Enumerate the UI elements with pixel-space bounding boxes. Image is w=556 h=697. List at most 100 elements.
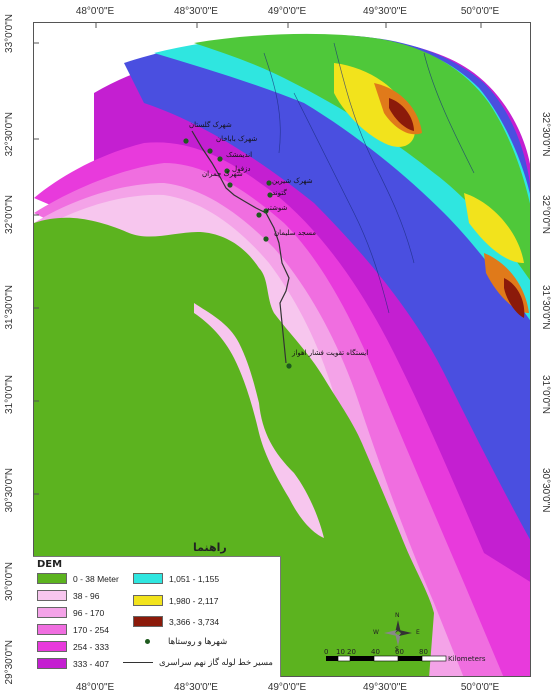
drainage-line — [293, 92, 390, 314]
city-point — [227, 182, 233, 188]
legend-item-3366-3734: 3,366 - 3,734 — [133, 616, 219, 627]
city-points — [183, 138, 292, 369]
legend-label: 96 - 170 — [73, 607, 105, 618]
lat-tick-right: 30°30'0"N — [540, 468, 551, 513]
compass-n: N — [395, 612, 400, 619]
legend-label: 1,980 - 2,117 — [169, 595, 219, 606]
legend-swatch — [133, 616, 163, 627]
lat-tick-left: 32°0'0"N — [4, 195, 15, 234]
legend-swatch — [37, 658, 67, 669]
lat-tick-left: 30°30'0"N — [4, 468, 15, 513]
legend-swatch — [37, 624, 67, 635]
legend-label: 3,366 - 3,734 — [169, 616, 220, 627]
lon-tick-top: 49°0'0"E — [267, 6, 307, 17]
lon-tick-top: 48°0'0"E — [75, 6, 115, 17]
lon-tick-bottom: 50°0'0"E — [460, 682, 500, 693]
lon-tick-top: 48°30'0"E — [174, 6, 218, 17]
legend-item-1051-1155: 1,051 - 1,155 — [133, 573, 219, 584]
city-point — [286, 363, 292, 369]
lat-tick-left: 32°30'0"N — [4, 112, 15, 157]
gas-pipeline-route — [191, 130, 290, 364]
map-frame: ایستگاه تقویت فشار اهواز مسجد سلیمان شوش… — [33, 22, 531, 677]
legend-swatch — [133, 595, 163, 606]
dem-zone-dark-red — [389, 98, 525, 318]
city-point-symbol — [145, 639, 150, 644]
place-label-shahrak-babakhan: شهرک باباخان — [216, 135, 258, 143]
scale-label: 0 — [324, 648, 329, 656]
legend-item-1980-2117: 1,980 - 2,117 — [133, 595, 218, 606]
scale-label: 20 — [347, 648, 356, 656]
lat-tick-left: 31°0'0"N — [4, 375, 15, 414]
legend-item-pipeline: مسیر خط لوله گاز نهم سراسری — [123, 657, 273, 668]
lat-tick-right: 32°30'0"N — [540, 112, 551, 157]
drainage-line — [333, 42, 415, 264]
city-point — [207, 148, 213, 154]
legend-swatch — [133, 573, 163, 584]
legend-label: 0 - 38 Meter — [73, 573, 119, 584]
lon-tick-bottom: 48°0'0"E — [75, 682, 115, 693]
compass-s: S — [395, 646, 399, 653]
place-label-ahvaz-station: ایستگاه تقویت فشار اهواز — [292, 349, 369, 357]
drainage-line — [263, 52, 281, 154]
legend-item-96-170: 96 - 170 — [37, 607, 104, 618]
pipeline-line-symbol — [123, 662, 153, 663]
lat-tick-right: 31°30'0"N — [540, 285, 551, 330]
lat-tick-left: 31°30'0"N — [4, 285, 15, 330]
city-point — [217, 156, 223, 162]
city-point — [266, 180, 272, 186]
legend-label: 333 - 407 — [73, 658, 109, 669]
compass-e: E — [416, 629, 420, 636]
lat-tick-right: 32°0'0"N — [540, 195, 551, 234]
city-point — [263, 208, 269, 214]
compass-w: W — [373, 629, 379, 636]
scale-label: 40 — [371, 648, 380, 656]
legend-swatch — [37, 641, 67, 652]
lon-tick-top: 49°30'0"E — [363, 6, 407, 17]
drainage-lines — [263, 42, 475, 314]
scale-label: 60 — [395, 648, 404, 656]
dem-zone-green-high — [194, 33, 530, 281]
north-arrow-icon — [384, 620, 412, 646]
legend-swatch — [37, 607, 67, 618]
drainage-line — [423, 52, 475, 174]
scale-unit: Kilometers — [448, 655, 486, 663]
lat-tick-right: 31°0'0"N — [540, 375, 551, 414]
place-label-masjed-soleyman: مسجد سلیمان — [274, 229, 317, 237]
lat-tick-left: 29°30'0"N — [4, 640, 15, 685]
legend-item-254-333: 254 - 333 — [37, 641, 109, 652]
legend-item-points: شهرها و روستاها — [133, 636, 227, 647]
place-label-shahrak-shirin: شهرک شیرین — [272, 177, 313, 185]
place-label-gotvand: گتوند — [272, 189, 287, 197]
dem-zone-38-96-strip — [194, 303, 324, 538]
legend-label: 1,051 - 1,155 — [169, 573, 220, 584]
map-legend: راهنما DEM 0 - 38 Meter 38 - 96 96 - 170… — [33, 541, 281, 677]
legend-label: مسیر خط لوله گاز نهم سراسری — [159, 657, 273, 667]
city-point — [267, 192, 273, 198]
place-label-shushtar: شوشتر — [266, 204, 288, 212]
city-point — [224, 168, 230, 174]
legend-label: 38 - 96 — [73, 590, 100, 601]
lon-tick-top: 50°0'0"E — [460, 6, 500, 17]
scale-bar — [326, 655, 447, 662]
legend-swatch — [37, 590, 67, 601]
legend-item-0-38: 0 - 38 Meter — [37, 573, 119, 584]
lon-tick-bottom: 49°30'0"E — [363, 682, 407, 693]
lat-tick-left: 33°0'0"N — [4, 14, 15, 53]
scale-label: 80 — [419, 648, 428, 656]
legend-item-333-407: 333 - 407 — [37, 658, 109, 669]
city-point — [256, 212, 262, 218]
place-label-andimeshk: اندیمشک — [226, 151, 253, 159]
lon-tick-bottom: 48°30'0"E — [174, 682, 218, 693]
dem-zone-yellow — [334, 63, 524, 263]
legend-item-170-254: 170 - 254 — [37, 624, 109, 635]
legend-label: 170 - 254 — [73, 624, 109, 635]
dem-map — [34, 23, 530, 676]
lon-tick-bottom: 49°0'0"E — [267, 682, 307, 693]
city-point — [183, 138, 189, 144]
city-point — [263, 236, 269, 242]
place-label-shahrak-golestan: شهرک گلستان — [189, 121, 232, 129]
legend-header: DEM — [37, 559, 63, 570]
legend-title: راهنما — [193, 541, 227, 554]
place-label-shahrak-chamran: شهرک چمران — [202, 170, 243, 178]
scale-label: 10 — [336, 648, 345, 656]
